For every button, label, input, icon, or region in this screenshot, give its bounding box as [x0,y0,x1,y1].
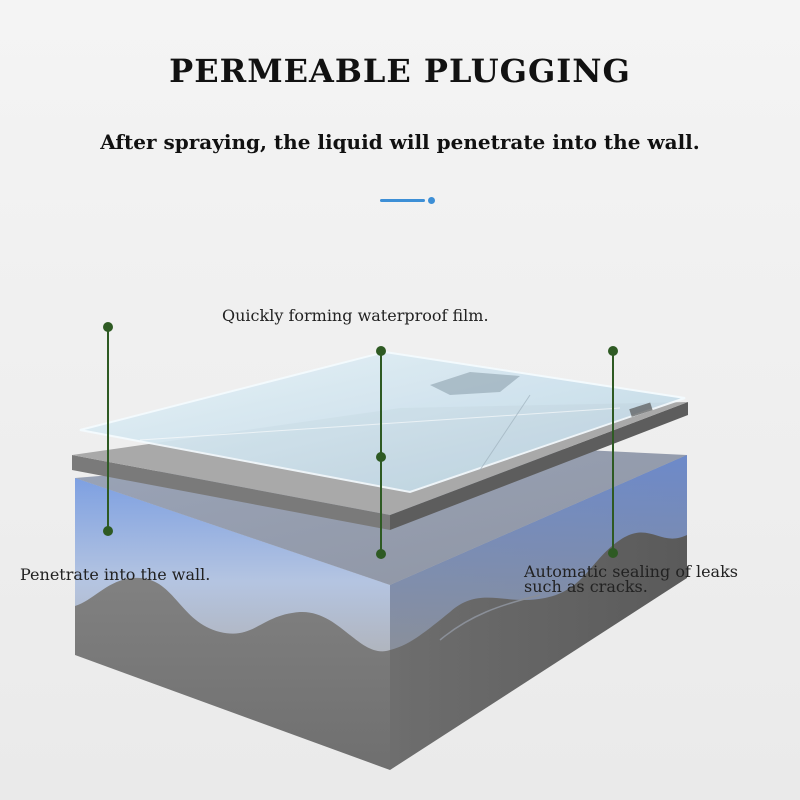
label-automatic-sealing: Automatic sealing of leaks such as crack… [524,562,738,596]
accent-dot [428,197,435,204]
accent-bar [380,199,425,202]
page-subtitle: After spraying, the liquid will penetrat… [100,130,700,154]
marker-center [376,346,386,559]
label-automatic-line1: Automatic sealing of leaks [524,562,738,581]
marker-left [103,322,113,536]
page-title: PERMEABLE PLUGGING [169,52,631,90]
label-automatic-line2: such as cracks. [524,577,648,596]
label-penetrate: Penetrate into the wall. [20,565,211,584]
accent-divider [380,197,435,205]
label-waterproof-film: Quickly forming waterproof film. [222,306,489,325]
marker-right [608,346,618,558]
waterproof-film [79,350,686,494]
